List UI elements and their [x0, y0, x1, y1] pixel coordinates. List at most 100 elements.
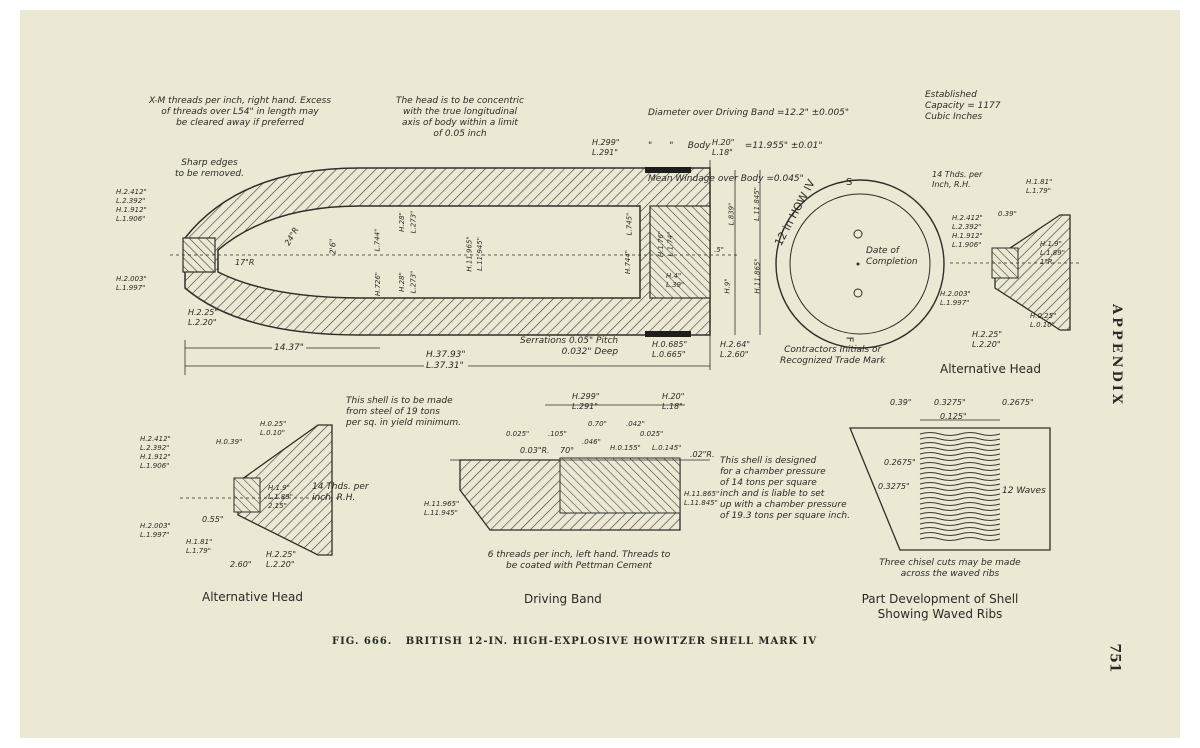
- band-dims-top: H.299" L.291": [572, 392, 600, 412]
- dim-label: H.299": [592, 138, 620, 147]
- dim-label: H.11.965": [424, 500, 460, 508]
- alt-head-right-dims-mid: H.1.9" L.1.89" 1"R: [1040, 240, 1065, 267]
- dim-label: L.0.10": [260, 429, 285, 437]
- dim-label: L.1.79": [186, 547, 211, 555]
- capacity-line: Established: [925, 90, 977, 100]
- dim-label: H.20": [662, 392, 685, 401]
- dim-label: H.1.9": [268, 484, 290, 492]
- dim-label: 0.2675": [884, 458, 916, 467]
- ring-letter-f: F: [843, 336, 855, 343]
- threads-note-line: be cleared away if preferred: [176, 118, 304, 128]
- chisel-note: Three chisel cuts may be made across the…: [860, 558, 1040, 580]
- dim-label: L.2.392": [140, 444, 170, 452]
- dim-label: L.18": [712, 148, 733, 157]
- dim-label: L.1.997": [116, 284, 146, 292]
- alt-head-left-dims-3: H.1.9" L.1.89" 2.15": [268, 484, 293, 511]
- date-line: Date of: [866, 246, 900, 256]
- band-dims: H.0.685" L.0.665": [652, 340, 687, 360]
- dim-label: H.37.93": [426, 350, 466, 360]
- pressure-line: for a chamber pressure: [720, 467, 826, 477]
- shell-head-base-dims: H.2.25" L.2.20": [188, 308, 218, 328]
- alt-head-left-dims-4: H.2.003" L.1.997": [140, 522, 171, 540]
- alt-head-right-dims-low: H.2.003" L.1.997": [940, 290, 971, 308]
- alt-head-right-dims-top: H.1.81" L.1.79": [1026, 178, 1052, 196]
- waved-rib: [919, 442, 1001, 446]
- steel-line: from steel of 19 tons: [346, 407, 440, 417]
- dim-label: L.0.145": [652, 444, 682, 452]
- shell-section: [170, 160, 761, 375]
- dim-label: H.1.81": [1026, 178, 1053, 186]
- alt-head-left-dims-5: H.1.81" L.1.79": [186, 538, 212, 556]
- dim-label: H.9": [723, 278, 732, 294]
- band-dims-top-2: H.20" L.18": [662, 392, 684, 412]
- pressure-line: This shell is designed: [720, 456, 817, 466]
- waved-rib: [919, 472, 1001, 476]
- dim-label: 24"R: [282, 225, 301, 248]
- dim-label: H.0.685": [652, 340, 688, 349]
- concentric-line: The head is to be concentric: [395, 96, 524, 106]
- alt-head-right-dims-left: H.2.412" L.2.392" H.1.912" L.1.906": [952, 214, 983, 250]
- base-plug: [649, 205, 711, 299]
- alt-head-right-title: Alternative Head: [940, 362, 1042, 376]
- length-total: H.37.93" L.37.31": [424, 350, 468, 372]
- dim-label: 0.2675": [1002, 398, 1034, 407]
- part-development-drawing: [849, 419, 1051, 551]
- dim-label: L.11.845": [684, 499, 718, 507]
- alt-head-right-dims-br: H.0.25" L.0.10": [1030, 312, 1056, 330]
- dim-label: H.744": [624, 249, 633, 275]
- dim-label: L.839": [727, 202, 736, 226]
- dim-label: L.11.845": [752, 187, 761, 221]
- dim-label: L.2.392": [952, 223, 982, 231]
- contractor-note: Contractors Initials or Recognized Trade…: [780, 345, 885, 367]
- dim-label: 0.03"R.: [520, 446, 550, 455]
- concentric-line: of 0.05 inch: [433, 129, 487, 139]
- date-of-completion: Date of Completion: [866, 246, 918, 268]
- threads-note-line: X-M threads per inch, right hand. Excess: [148, 96, 332, 106]
- dim-label: 1"R: [1040, 258, 1053, 266]
- dim-label: H.2.25": [188, 308, 219, 317]
- concentric-line: with the true longitudinal: [402, 107, 517, 117]
- diameter-note: Diameter over Driving Band =12.2" ±0.005…: [648, 86, 878, 207]
- concentric-note: The head is to be concentric with the tr…: [370, 96, 550, 140]
- base-view: [775, 179, 945, 349]
- dim-label: H.0.25": [260, 420, 287, 428]
- dim-label: L.291": [572, 402, 598, 411]
- dim-label: H.4": [666, 272, 682, 280]
- pressure-line: of 19.3 tons per square inch.: [720, 511, 850, 521]
- dim-label: H.0.155": [610, 444, 641, 452]
- dim-label: L.11.945": [475, 237, 484, 271]
- dim-label: L.2.20": [266, 560, 295, 569]
- diameter-line: " " Body =11.955" ±0.01": [648, 141, 823, 151]
- dim-label: L.1.79": [1026, 187, 1051, 195]
- dim-label: L.18": [662, 402, 683, 411]
- dim-label: H.299": [572, 392, 600, 401]
- band-dims-right: H.11.865" L.11.845": [684, 490, 719, 508]
- band-note-line: 6 threads per inch, left hand. Threads t…: [487, 550, 671, 560]
- dim-label: H.2.003": [116, 275, 147, 283]
- dim-label: 0.125": [940, 412, 967, 421]
- appendix-label: APPENDIX: [1108, 304, 1124, 407]
- sharp-edges-note: Sharp edges to be removed.: [175, 158, 244, 180]
- dim-label: H.28": [397, 272, 406, 292]
- dim-label: H.0.25": [1030, 312, 1057, 320]
- base-inner-dims: H.4" L.39": [666, 272, 684, 290]
- band-note-line: be coated with Pettman Cement: [506, 561, 652, 571]
- waved-rib: [919, 457, 1001, 461]
- dim-label: L.1.997": [940, 299, 970, 307]
- waved-rib: [919, 507, 1001, 511]
- alt-head-left-threads: 14 Thds. per inch, R.H.: [312, 482, 369, 504]
- contractor-line: Recognized Trade Mark: [780, 356, 886, 366]
- concentric-line: axis of body within a limit: [402, 118, 518, 128]
- waved-rib: [919, 532, 1001, 536]
- serrations-line: Serrations 0.05" Pitch: [520, 336, 619, 346]
- dim-label: L.0.10": [1030, 321, 1055, 329]
- chisel-line: Three chisel cuts may be made: [879, 558, 1021, 568]
- alt-head-left-drawing: [180, 424, 340, 556]
- waved-rib: [919, 497, 1001, 501]
- dim-label: H.28": [397, 212, 406, 232]
- dim-label: 2'6": [328, 238, 338, 255]
- dim-label: L.291": [592, 148, 618, 157]
- dim-label: 0.39": [890, 398, 912, 407]
- dim-label: L.2.20": [188, 318, 217, 327]
- waved-rib: [919, 452, 1001, 456]
